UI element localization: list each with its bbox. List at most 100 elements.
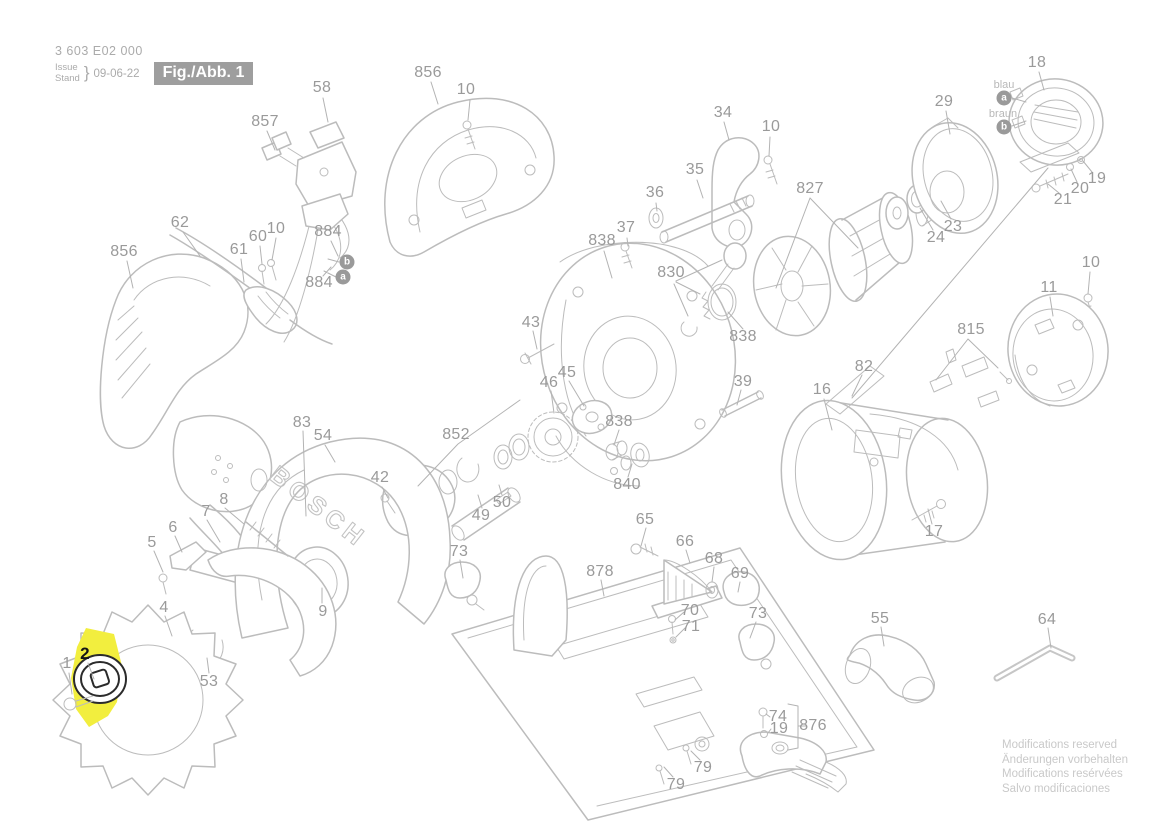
part-label-6: 6 [168, 519, 178, 536]
part-label-11: 11 [1040, 279, 1058, 296]
part-label-34: 34 [713, 104, 733, 121]
part-label-856: 856 [414, 64, 442, 81]
modification-notes: Modifications reserved Änderungen vorbeh… [1002, 738, 1128, 797]
note-line: Modifications resérvées [1002, 768, 1123, 781]
part-label-884: 884 [314, 223, 342, 240]
part-label-74: 74 [768, 708, 788, 725]
part-label-49: 49 [471, 507, 491, 524]
cord-and-wires-drawing [170, 210, 349, 344]
lower-guard-drawing [159, 522, 336, 676]
figure-badge: Fig./Abb. 1 [153, 62, 254, 85]
part-label-8: 8 [219, 491, 229, 508]
part-label-79: 79 [693, 759, 713, 776]
part-label-884: 884 [305, 274, 333, 291]
dust-elbow-drawing [841, 635, 938, 708]
part-label-83: 83 [292, 414, 312, 431]
allen-key-drawing [997, 648, 1072, 678]
part-label-23: 23 [943, 218, 963, 235]
bearing-cover-drawing [901, 114, 1010, 243]
part-label-36: 36 [645, 184, 665, 201]
part-label-55: 55 [870, 610, 890, 627]
part-label-838: 838 [605, 413, 633, 430]
issue-stand-label: Issue Stand [55, 62, 80, 84]
part-label-61: 61 [229, 241, 249, 258]
part-label-4: 4 [159, 599, 169, 616]
part-label-20: 20 [1070, 180, 1090, 197]
part-label-830: 830 [657, 264, 685, 281]
part-label-876: 876 [799, 717, 827, 734]
part-label-17: 17 [924, 523, 944, 540]
part-label-65: 65 [635, 511, 655, 528]
part-label-7: 7 [201, 503, 211, 520]
part-label-54: 54 [313, 427, 333, 444]
saw-blade-drawing [53, 605, 243, 795]
part-label-69: 69 [730, 565, 750, 582]
part-label-838: 838 [588, 232, 616, 249]
part-label-50: 50 [492, 494, 512, 511]
part-label-46: 46 [539, 374, 559, 391]
part-label-73: 73 [449, 543, 469, 560]
part-label-1: 1 [62, 655, 72, 672]
part-label-19: 19 [769, 720, 789, 737]
lever-and-rod-drawing [521, 138, 778, 364]
part-label-62: 62 [170, 214, 190, 231]
title-block: 3 603 E02 000 Issue Stand } 09-06-22 Fig… [55, 44, 254, 85]
part-label-2: 2 [80, 644, 90, 663]
part-label-29: 29 [934, 93, 954, 110]
part-label-64: 64 [1037, 611, 1057, 628]
part-label-82: 82 [854, 358, 874, 375]
note-line: Änderungen vorbehalten [1002, 753, 1128, 766]
wire-marker-b: b [339, 254, 355, 270]
part-label-24: 24 [926, 229, 946, 246]
part-label-21: 21 [1053, 191, 1073, 208]
note-line: Modifications reserved [1002, 739, 1118, 751]
leader-lines [69, 72, 1092, 777]
part-label-71: 71 [681, 618, 701, 635]
part-label-9: 9 [318, 603, 328, 620]
part-label-10: 10 [761, 118, 781, 135]
part-label-70: 70 [680, 602, 700, 619]
part-label-856: 856 [110, 243, 138, 260]
part-label-53: 53 [199, 673, 219, 690]
part-label-68: 68 [704, 550, 724, 567]
part-label-815: 815 [957, 321, 985, 338]
part-label-19: 19 [1087, 170, 1107, 187]
part-label-39: 39 [733, 373, 753, 390]
part-label-878: 878 [586, 563, 614, 580]
document-number: 3 603 E02 000 [55, 44, 143, 58]
guide-foot-drawing [740, 704, 846, 792]
part-label-73: 73 [748, 605, 768, 622]
part-label-827: 827 [796, 180, 824, 197]
wire-marker-b: b [996, 119, 1012, 135]
part-label-857: 857 [251, 113, 279, 130]
part-label-16: 16 [812, 381, 832, 398]
wire-color-label-blau: blau [993, 79, 1015, 91]
part-label-66: 66 [675, 533, 695, 550]
top-handle-cover-drawing [385, 98, 554, 256]
field-housing-drawing [771, 349, 1011, 566]
motor-cover-drawing [1002, 289, 1113, 411]
part-label-37: 37 [616, 219, 636, 236]
note-line: Salvo modificaciones [1002, 783, 1111, 796]
fence-parts-drawing [445, 544, 776, 784]
part-label-10: 10 [456, 81, 476, 98]
part-label-42: 42 [370, 469, 390, 486]
part-label-10: 10 [1081, 254, 1101, 271]
part-label-852: 852 [442, 426, 470, 443]
stator-drawing [852, 73, 1109, 398]
part-label-840: 840 [613, 476, 641, 493]
part-label-60: 60 [248, 228, 268, 245]
part-label-58: 58 [312, 79, 332, 96]
part-label-5: 5 [147, 534, 157, 551]
part-label-35: 35 [685, 161, 705, 178]
plunger-drawing [681, 243, 746, 336]
part-label-45: 45 [557, 364, 577, 381]
part-label-43: 43 [521, 314, 541, 331]
part-label-79: 79 [666, 776, 686, 793]
wire-marker-a: a [996, 90, 1012, 106]
switch-drawing [262, 122, 356, 230]
part-label-18: 18 [1027, 54, 1047, 71]
